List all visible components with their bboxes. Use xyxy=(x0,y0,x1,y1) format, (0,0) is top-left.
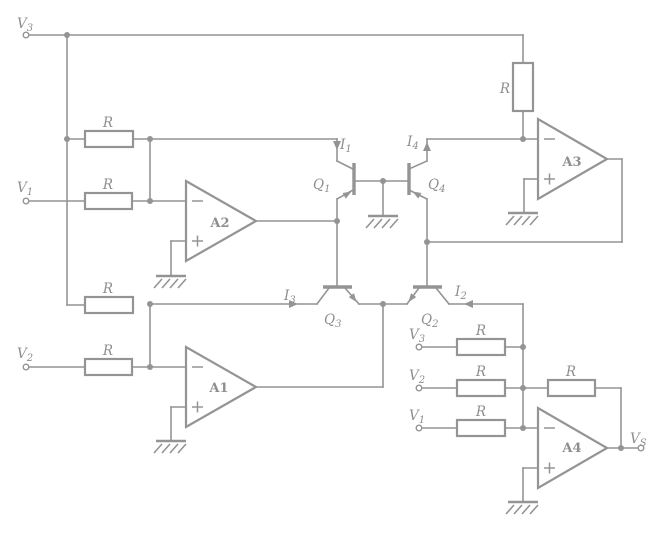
opamp-a2-body xyxy=(184,179,259,263)
junction-dot xyxy=(64,136,70,142)
wire xyxy=(407,159,429,171)
transistor-q1-emitter-arrow xyxy=(342,191,352,199)
resistor-a4-feedback xyxy=(546,378,597,398)
label-i4: I4 xyxy=(406,134,419,152)
opamp-a2-label: A2 xyxy=(209,216,229,231)
terminal-v2-right xyxy=(415,384,423,392)
label-r2: R xyxy=(102,177,113,193)
opamp-a1-label: A1 xyxy=(208,381,228,396)
opamp-a3: A3 xyxy=(536,117,610,201)
label-v1-left: V1 xyxy=(17,180,33,198)
label-v3-top: V3 xyxy=(17,16,33,34)
label-v3-right: V3 xyxy=(409,327,425,345)
ground-a2 xyxy=(153,274,187,289)
label-r3: R xyxy=(102,281,113,297)
label-v2-left: V2 xyxy=(17,346,33,364)
resistors xyxy=(83,61,597,438)
label-r8: R xyxy=(565,364,576,380)
junction-dot xyxy=(147,136,153,142)
junction-dot xyxy=(520,136,526,142)
resistor-v3-to-a4-node xyxy=(455,337,507,357)
transistor-q4-emitter-arrow xyxy=(412,191,422,199)
label-v2-right: V2 xyxy=(409,368,425,386)
label-vs-output: VS xyxy=(630,431,647,449)
label-q1: Q1 xyxy=(313,177,330,195)
label-q4: Q4 xyxy=(428,177,445,195)
label-i3: I3 xyxy=(283,288,296,306)
junction-dot xyxy=(147,364,153,370)
transistor-q2-emitter-arrow xyxy=(408,293,417,302)
junction-dot xyxy=(520,425,526,431)
terminal-v1-right xyxy=(415,424,423,432)
current-i2-arrow xyxy=(464,300,473,308)
junction-dot xyxy=(334,218,340,224)
current-i1-arrow xyxy=(333,141,341,150)
transistor-q2 xyxy=(405,285,451,306)
resistor-v1-to-a4-node xyxy=(455,418,507,438)
resistor-v3-to-a1-node xyxy=(83,295,135,315)
junction-dot xyxy=(380,301,386,307)
junction-dot xyxy=(424,239,430,245)
ground-a4 xyxy=(505,500,539,515)
resistor-v2-to-a1-node xyxy=(83,357,134,377)
opamp-a4-label: A4 xyxy=(561,441,581,456)
label-r7: R xyxy=(475,364,486,380)
opamp-a4: A4 xyxy=(536,406,610,490)
junction-dot xyxy=(147,301,153,307)
transistor-q2-collector-lead xyxy=(434,286,451,306)
label-q3: Q3 xyxy=(324,312,341,330)
transistor-q4 xyxy=(407,163,422,199)
terminals xyxy=(22,31,645,452)
junction-dot xyxy=(380,178,386,184)
opamp-a1: A1 xyxy=(184,345,259,429)
current-arrows xyxy=(289,141,473,308)
opamp-a2: A2 xyxy=(184,179,259,263)
terminal-v2-left xyxy=(22,363,30,371)
resistor-v2-to-a4-node xyxy=(455,378,507,398)
current-i4-arrow xyxy=(423,142,431,151)
label-i2: I2 xyxy=(454,284,467,302)
junction-dot xyxy=(147,198,153,204)
terminal-v3-top xyxy=(22,31,30,39)
label-r5: R xyxy=(499,81,510,97)
label-q2: Q2 xyxy=(421,312,438,330)
ground-bases xyxy=(365,214,399,229)
transistor-q1 xyxy=(342,163,356,199)
terminal-v3-right xyxy=(415,343,423,351)
label-r6: R xyxy=(475,323,486,339)
opamp-a1-body xyxy=(184,345,259,429)
labels: V3 V1 V2 R R R R R R R R R Q1 Q4 Q3 Q2 I… xyxy=(17,16,647,449)
opamp-a4-body xyxy=(536,406,610,490)
label-r9: R xyxy=(475,404,486,420)
wire xyxy=(335,159,355,171)
ground-a3 xyxy=(505,211,539,226)
current-i3-arrow xyxy=(289,300,298,308)
label-r4: R xyxy=(102,343,113,359)
resistor-top-right xyxy=(511,61,535,113)
junction-dot xyxy=(618,445,624,451)
transistor-q3-collector-lead xyxy=(315,286,331,306)
terminal-v1-left xyxy=(22,197,30,205)
resistor-v3-to-a2-node xyxy=(83,129,135,149)
resistor-v1-to-a2-node xyxy=(83,191,134,211)
junction-dot xyxy=(64,32,70,38)
label-i1: I1 xyxy=(339,137,352,155)
junction-dot xyxy=(520,385,526,391)
transistor-q3-emitter-arrow xyxy=(348,293,357,302)
opamp-a3-body xyxy=(536,117,610,201)
transistor-q3 xyxy=(315,285,361,306)
junction-dots xyxy=(64,32,624,451)
terminal-vs-output xyxy=(637,444,645,452)
opamp-a3-label: A3 xyxy=(561,155,581,170)
label-v1-right: V1 xyxy=(409,408,425,426)
junction-dot xyxy=(520,344,526,350)
ground-a1 xyxy=(153,439,187,454)
label-r1: R xyxy=(102,115,113,131)
